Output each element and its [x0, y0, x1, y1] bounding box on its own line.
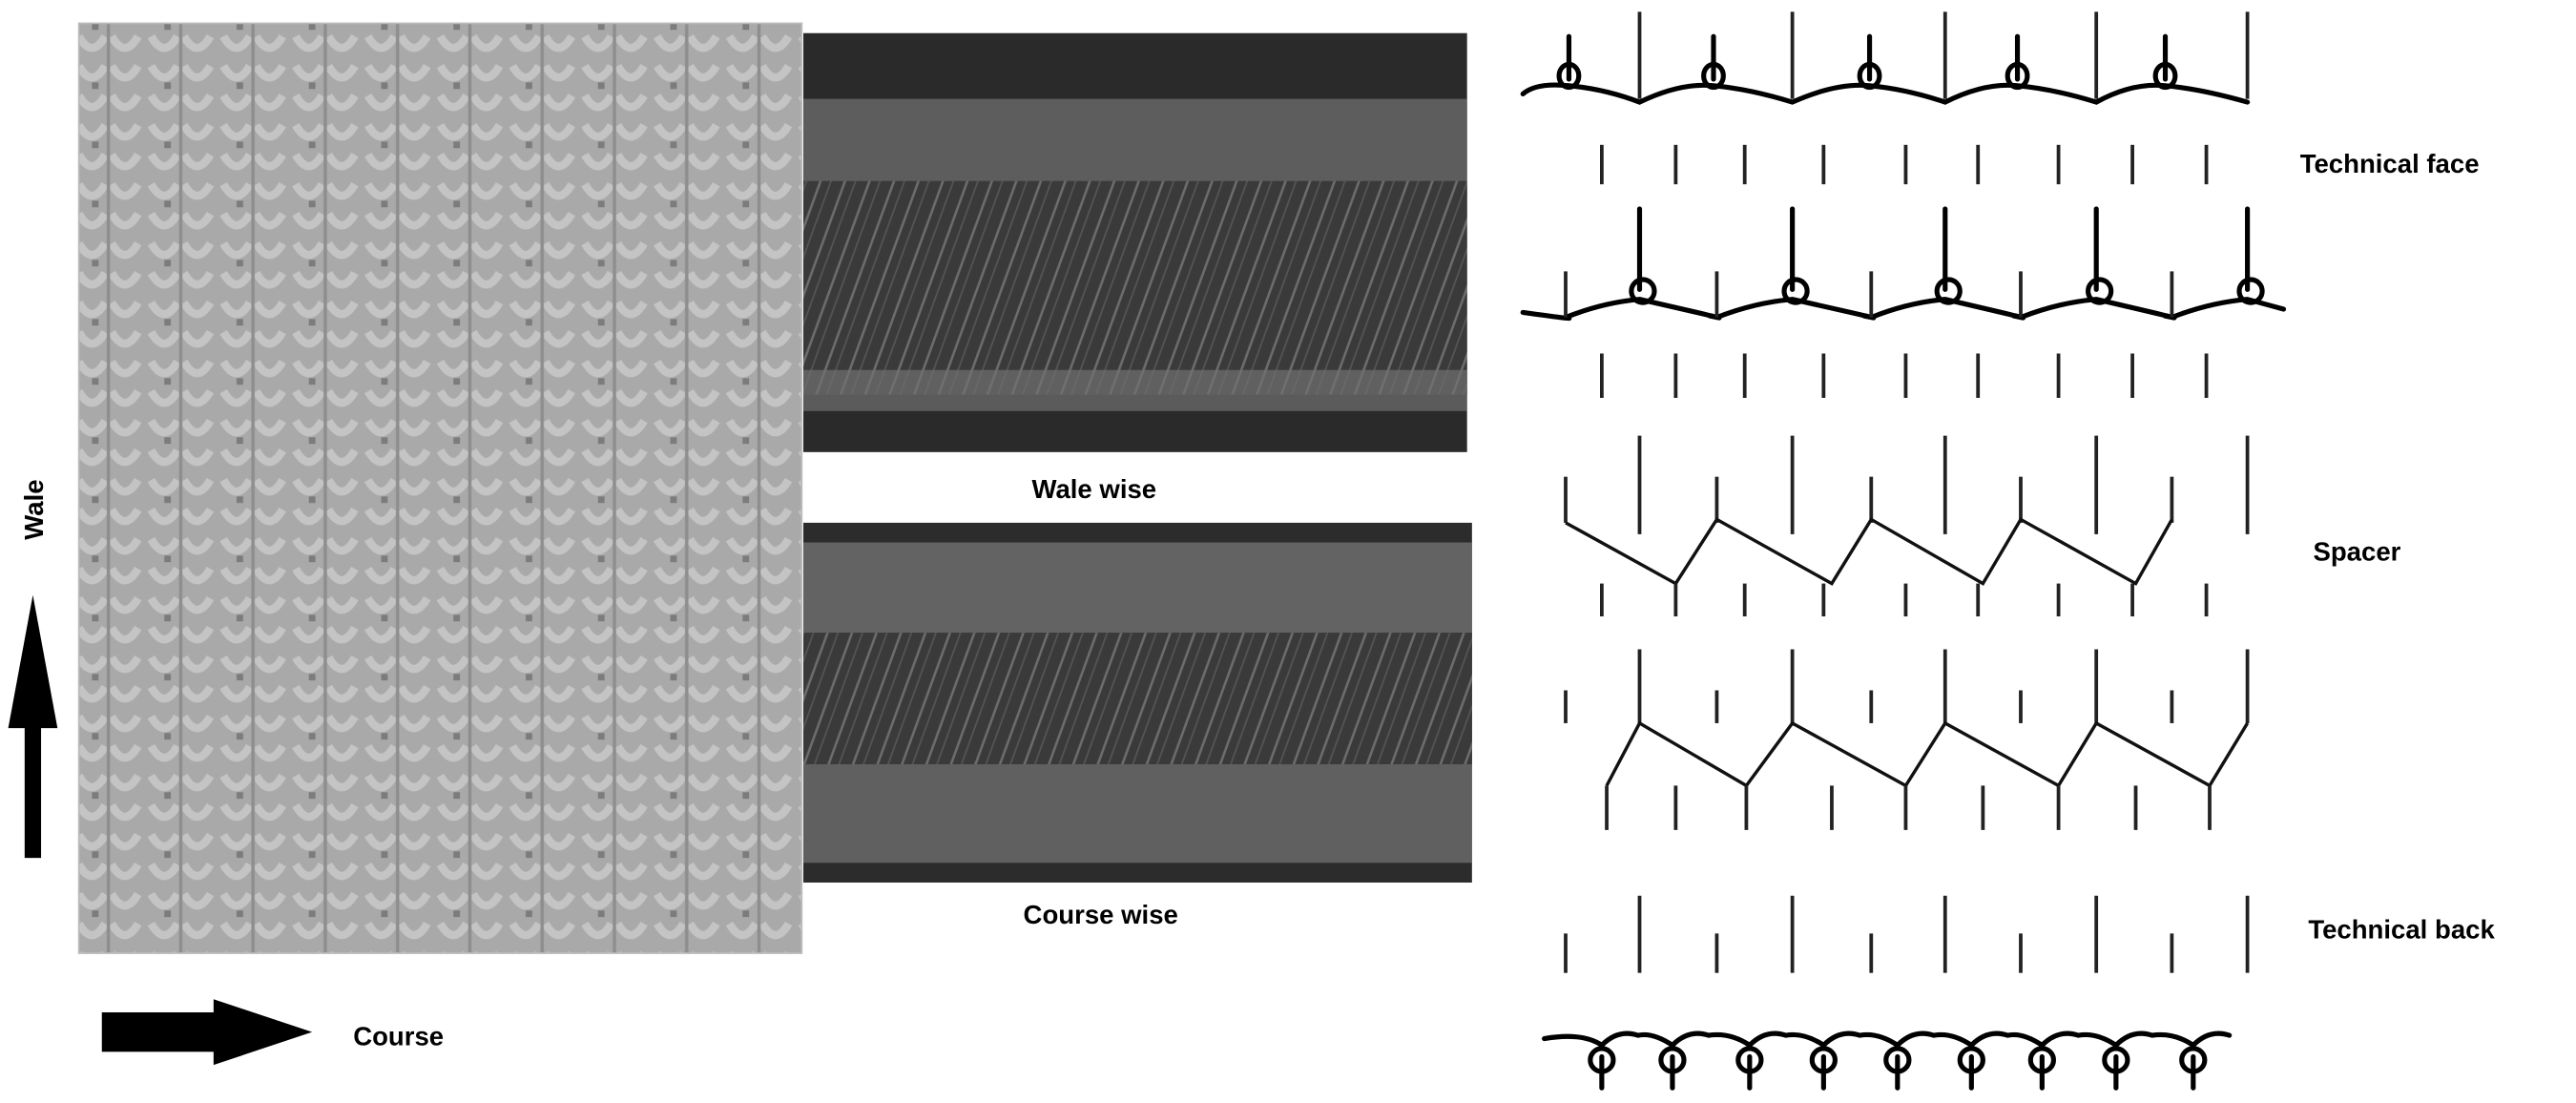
loop: [1701, 61, 1726, 91]
wale-wise-caption: Wale wise: [1031, 474, 1156, 504]
technical-back-label: Technical back: [2308, 915, 2495, 945]
spacer-yarn: [1605, 720, 2250, 787]
wale-wise-photo: [803, 32, 1467, 452]
yarn-path: [1520, 82, 2251, 105]
loop: [2005, 61, 2030, 91]
loop: [1629, 277, 1657, 305]
loop: [1556, 61, 1582, 91]
loop: [1934, 277, 1963, 305]
fabric-surface-photo: [77, 22, 803, 954]
knit-structure-diagram: [1520, 11, 2287, 1091]
course-arrow-icon: [101, 999, 313, 1066]
yarn-path: [1542, 1030, 2233, 1049]
loop: [2086, 277, 2114, 305]
wale-arrow-icon: [8, 594, 58, 859]
spacer-yarn: [1565, 517, 2173, 586]
loop: [1857, 61, 1882, 91]
course-wise-caption: Course wise: [1024, 900, 1178, 929]
loop: [2152, 61, 2178, 91]
technical-face-label: Technical face: [2300, 149, 2480, 178]
course-axis-label: Course: [353, 1021, 444, 1051]
loop: [2236, 277, 2265, 305]
wale-axis-label: Wale: [19, 479, 49, 539]
spacer-label: Spacer: [2313, 536, 2400, 566]
course-wise-photo: [803, 522, 1472, 883]
loop: [1781, 277, 1810, 305]
